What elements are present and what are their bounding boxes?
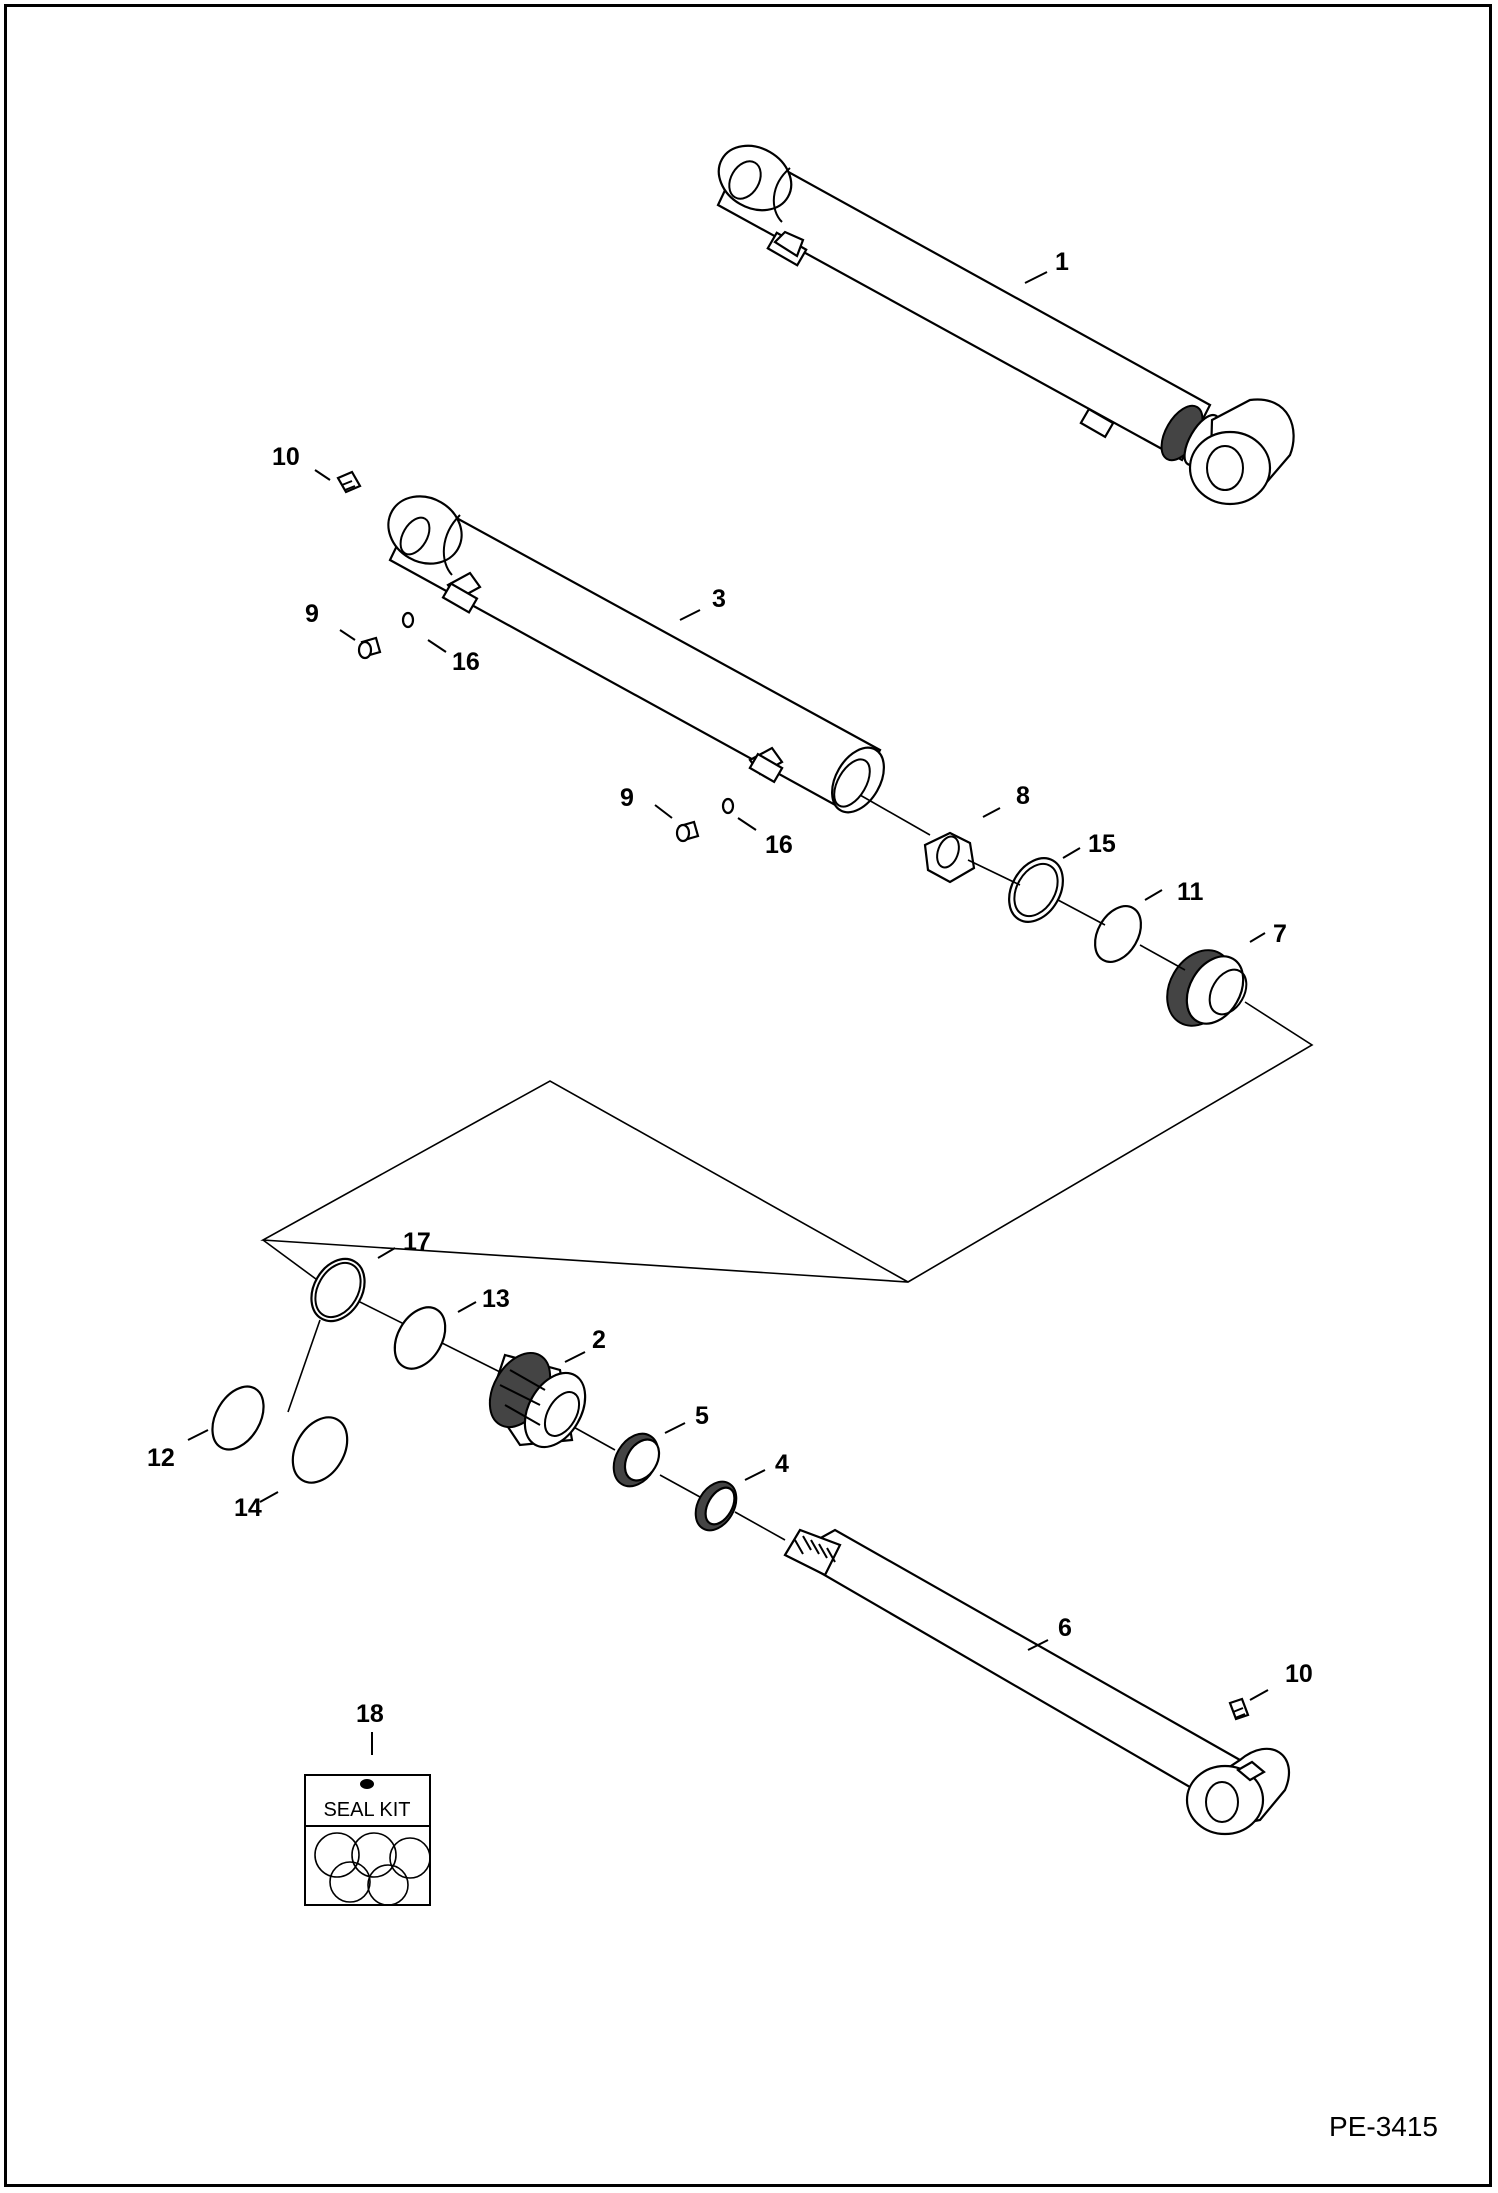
callout-14: 14 (234, 1494, 262, 1522)
o-ring-part-16-upper (401, 611, 415, 629)
o-ring-part-12 (211, 1385, 265, 1451)
grease-fitting-part-10-upper (336, 470, 362, 494)
nut-part-8 (923, 831, 976, 884)
gland-part-2 (488, 1352, 587, 1449)
seal-kit-part-18: SEAL KIT (304, 1774, 431, 1906)
o-ring-part-13 (393, 1306, 447, 1370)
callout-16-upper: 16 (452, 648, 480, 676)
callout-7: 7 (1273, 920, 1287, 948)
callout-9-lower: 9 (620, 784, 634, 812)
callout-12: 12 (147, 1444, 175, 1472)
cylinder-assembly-part-1 (716, 144, 1295, 506)
callout-2: 2 (592, 1326, 606, 1354)
callout-13: 13 (482, 1285, 510, 1313)
callout-18: 18 (356, 1700, 384, 1728)
callout-6: 6 (1058, 1614, 1072, 1642)
callout-17: 17 (403, 1228, 431, 1256)
callout-10-upper: 10 (272, 443, 300, 471)
callout-3: 3 (712, 585, 726, 613)
assembly-leader-lines (260, 794, 1314, 1541)
o-ring-part-11 (1093, 905, 1143, 963)
callout-labels: 1 2 3 4 5 6 7 8 9 9 10 10 11 12 13 14 15… (147, 248, 1313, 1728)
callout-1: 1 (1055, 248, 1069, 276)
callout-10-lower: 10 (1285, 1660, 1313, 1688)
callout-leaders (187, 271, 1269, 1755)
callout-5: 5 (695, 1402, 709, 1430)
callout-16-lower: 16 (765, 831, 793, 859)
grease-fitting-part-10-lower (1228, 1697, 1250, 1721)
callout-8: 8 (1016, 782, 1030, 810)
callout-4: 4 (775, 1450, 789, 1478)
barrel-part-3 (387, 495, 885, 814)
callout-11: 11 (1177, 878, 1204, 906)
plug-part-9-lower (675, 820, 700, 843)
o-ring-part-14 (291, 1416, 349, 1484)
rod-part-6 (783, 1528, 1291, 1836)
callout-9-upper: 9 (305, 600, 319, 628)
seal-kit-label: SEAL KIT (323, 1799, 410, 1821)
figure-reference-id: PE-3415 (1329, 2111, 1438, 2142)
seal-part-17 (310, 1257, 366, 1323)
piston-part-7 (1166, 949, 1248, 1027)
o-ring-part-16-lower (721, 797, 735, 815)
backup-ring-part-15 (1008, 857, 1064, 923)
plug-part-9-upper (357, 636, 382, 660)
page-frame (4, 4, 1492, 2187)
callout-15: 15 (1088, 830, 1116, 858)
